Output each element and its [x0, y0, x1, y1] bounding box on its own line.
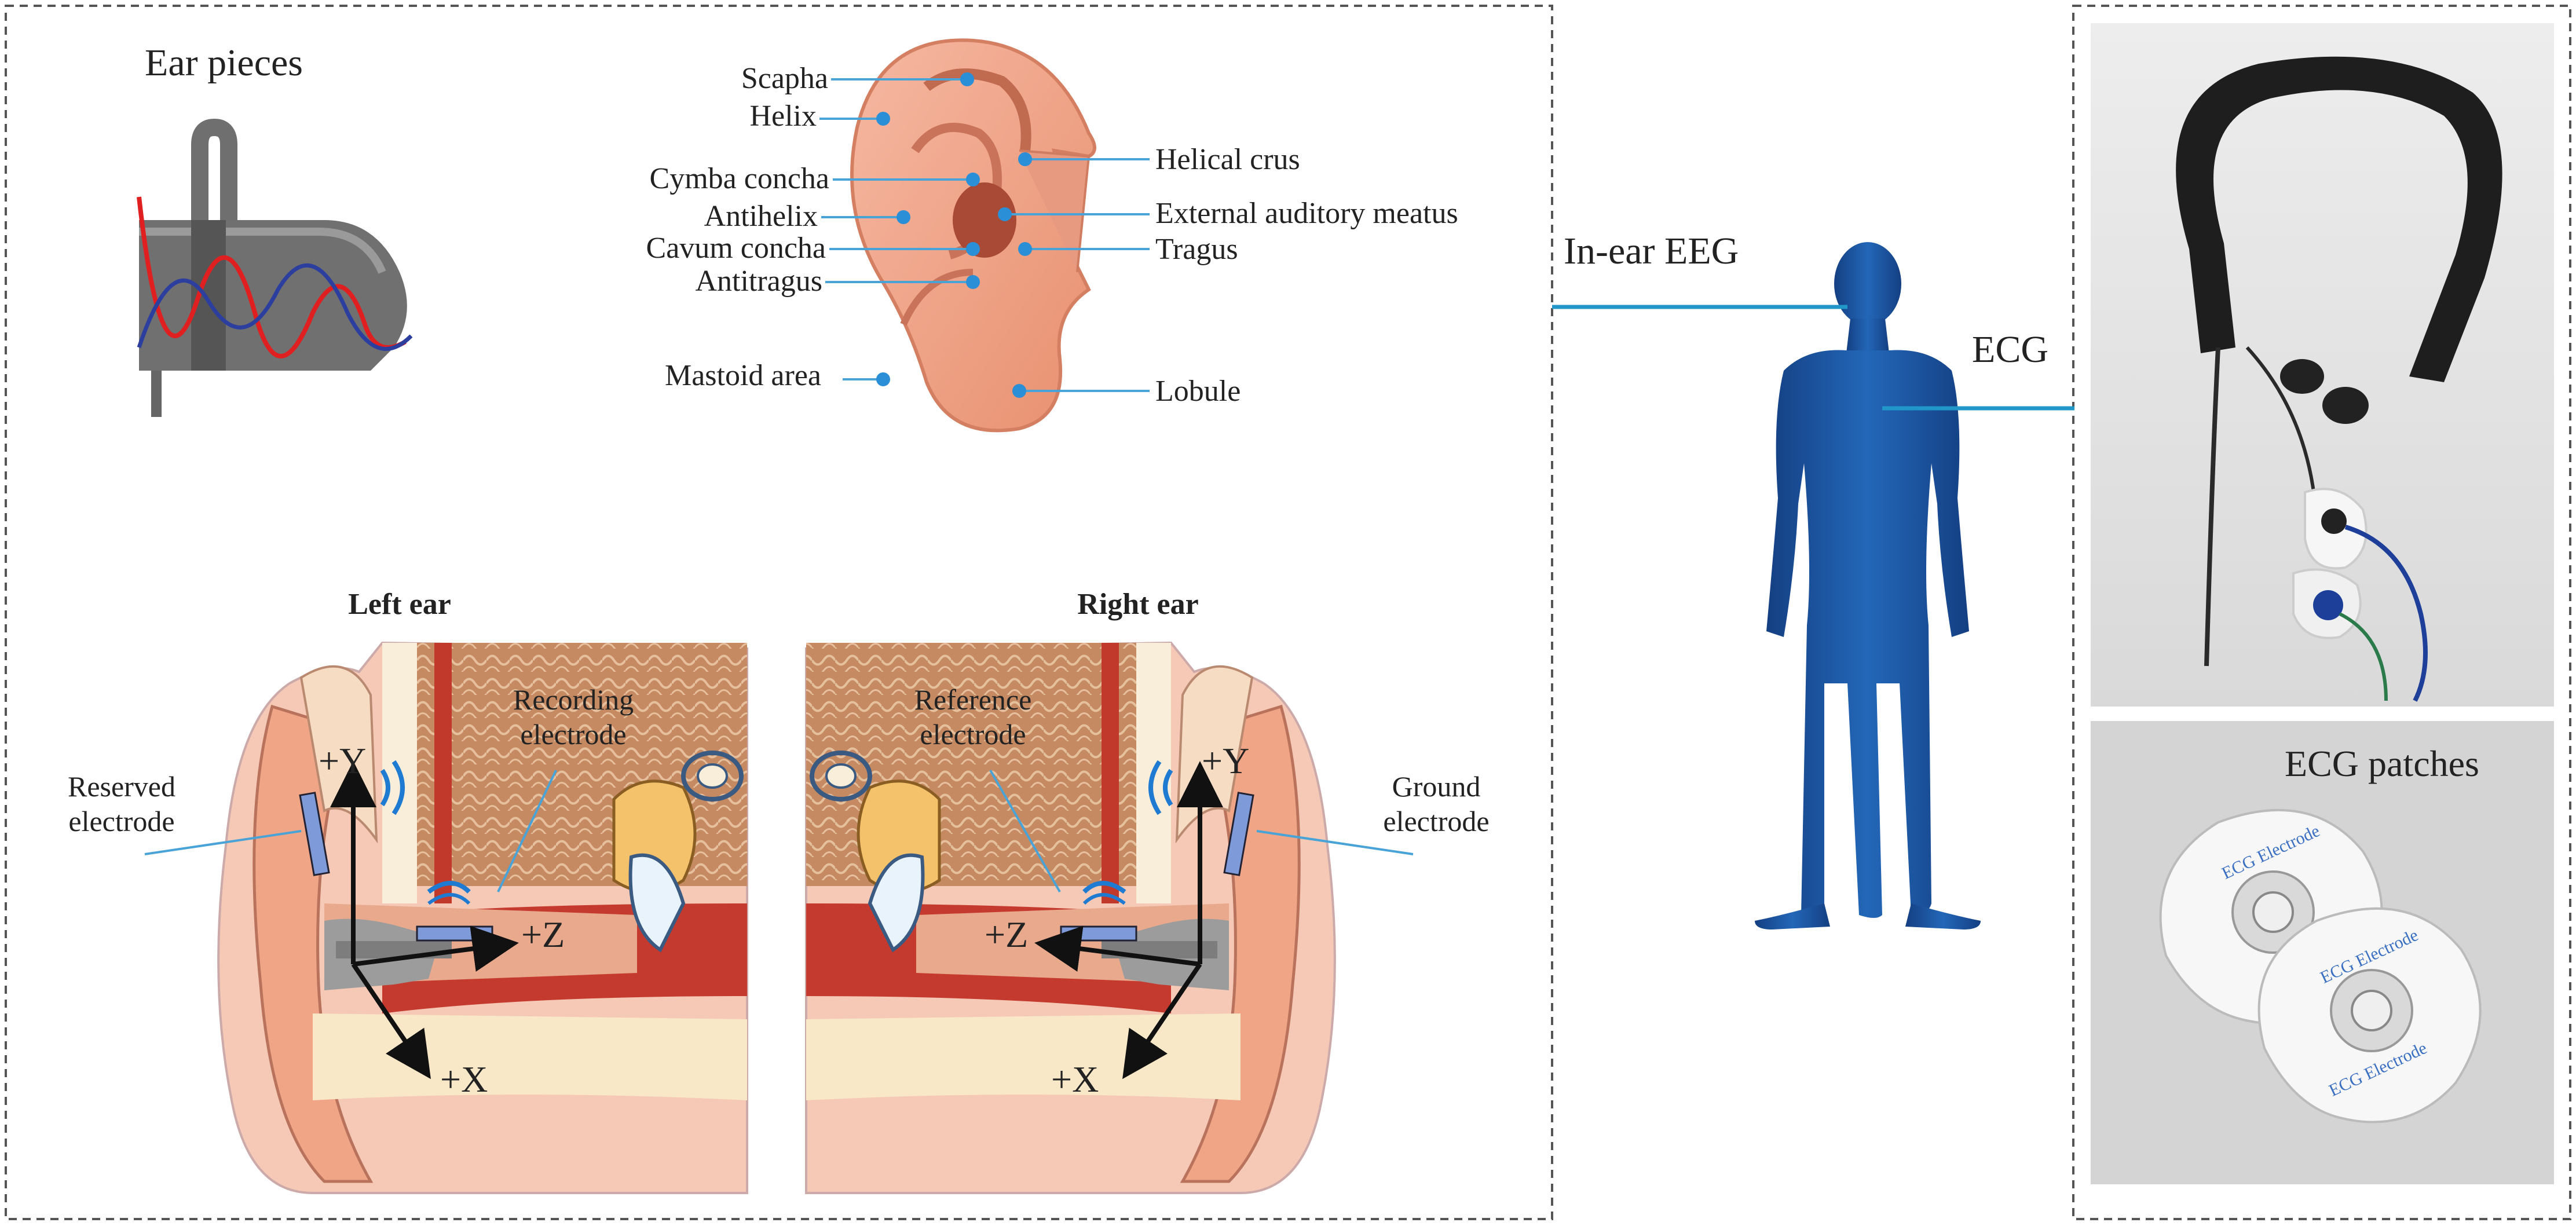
- right-ear-cross-section: [805, 641, 1336, 1194]
- reference-electrode-label-2: electrode: [920, 718, 1026, 751]
- mastoid-area-dot: [876, 372, 890, 386]
- ecg-label: ECG: [1972, 328, 2048, 371]
- helical-crus-dot: [1018, 152, 1032, 166]
- label-tragus: Tragus: [1155, 233, 1238, 266]
- ground-electrode-pointer: [1256, 830, 1414, 855]
- left-panel-border: [5, 5, 1553, 1220]
- recording-electrode-pointer: [497, 770, 557, 892]
- tragus-dot: [1018, 242, 1032, 256]
- recording-electrode-label-2: electrode: [520, 718, 626, 751]
- label-external-auditory-meatus: External auditory meatus: [1155, 197, 1458, 230]
- ecg-patches-title: ECG patches: [2285, 743, 2479, 784]
- ear-label-dots: [876, 72, 1032, 398]
- cymba-concha-dot: [966, 173, 980, 186]
- left-ear-cross-section: [217, 641, 748, 1194]
- lobule-dot: [1012, 384, 1026, 398]
- right-axis-x: +X: [1051, 1059, 1099, 1100]
- label-helix: Helix: [749, 100, 817, 133]
- ear-labels: Scapha Helix Cymba concha Antihelix Cavu…: [646, 62, 1458, 408]
- external-auditory-meatus-dot: [998, 207, 1012, 221]
- ground-electrode-label-2: electrode: [1383, 805, 1489, 837]
- left-axis-x: +X: [440, 1059, 488, 1100]
- right-panel-border: [2072, 5, 2571, 1220]
- ground-electrode-label-1: Ground: [1392, 770, 1481, 803]
- label-scapha: Scapha: [741, 62, 828, 95]
- scapha-dot: [960, 72, 974, 86]
- label-cymba-concha: Cymba concha: [650, 162, 829, 195]
- right-axis-y: +Y: [1202, 740, 1249, 781]
- recording-electrode-label-1: Recording: [513, 683, 634, 716]
- earpiece-illustration: [137, 118, 413, 417]
- left-axis-z: +Z: [521, 914, 565, 955]
- reserved-electrode-label-1: Reserved: [68, 770, 175, 803]
- ear-gap: [748, 637, 804, 1205]
- left-ear-labels: +Y +Z +X Recording electrode Reserved el…: [68, 683, 634, 1100]
- left-ear-axes: [330, 761, 519, 1079]
- reference-electrode-label-1: Reference: [914, 683, 1032, 716]
- body-figure: [1755, 242, 1981, 929]
- ecg-device-photo: [2091, 23, 2554, 707]
- left-ear-title: Left ear: [348, 588, 451, 621]
- reference-electrode-pointer: [989, 770, 1061, 892]
- antihelix-dot: [897, 210, 910, 224]
- label-mastoid-area: Mastoid area: [665, 359, 821, 392]
- reserved-electrode-pointer: [144, 830, 302, 855]
- ear-pieces-title: Ear pieces: [145, 42, 303, 84]
- cavum-concha-dot: [966, 242, 980, 256]
- antitragus-dot: [966, 275, 980, 289]
- right-axis-z: +Z: [985, 914, 1028, 955]
- ecg-patches-photo: ECG patches ECG Electrode ECG Electrode …: [2091, 721, 2554, 1184]
- label-lobule: Lobule: [1155, 375, 1241, 408]
- helix-dot: [876, 112, 890, 126]
- ear-label-lines: [819, 78, 1150, 392]
- connectors: [1552, 305, 2074, 411]
- outer-ear-illustration: [850, 38, 1096, 433]
- right-ear-title: Right ear: [1077, 588, 1198, 621]
- label-cavum-concha: Cavum concha: [646, 232, 826, 265]
- label-helical-crus: Helical crus: [1155, 143, 1300, 176]
- reserved-electrode-label-2: electrode: [68, 805, 174, 837]
- left-axis-y: +Y: [319, 740, 366, 781]
- label-antihelix: Antihelix: [704, 200, 818, 233]
- in-ear-eeg-label: In-ear EEG: [1564, 230, 1739, 272]
- right-ear-labels: +Y +Z +X Reference electrode Ground elec…: [914, 683, 1490, 1100]
- label-antitragus: Antitragus: [695, 265, 822, 298]
